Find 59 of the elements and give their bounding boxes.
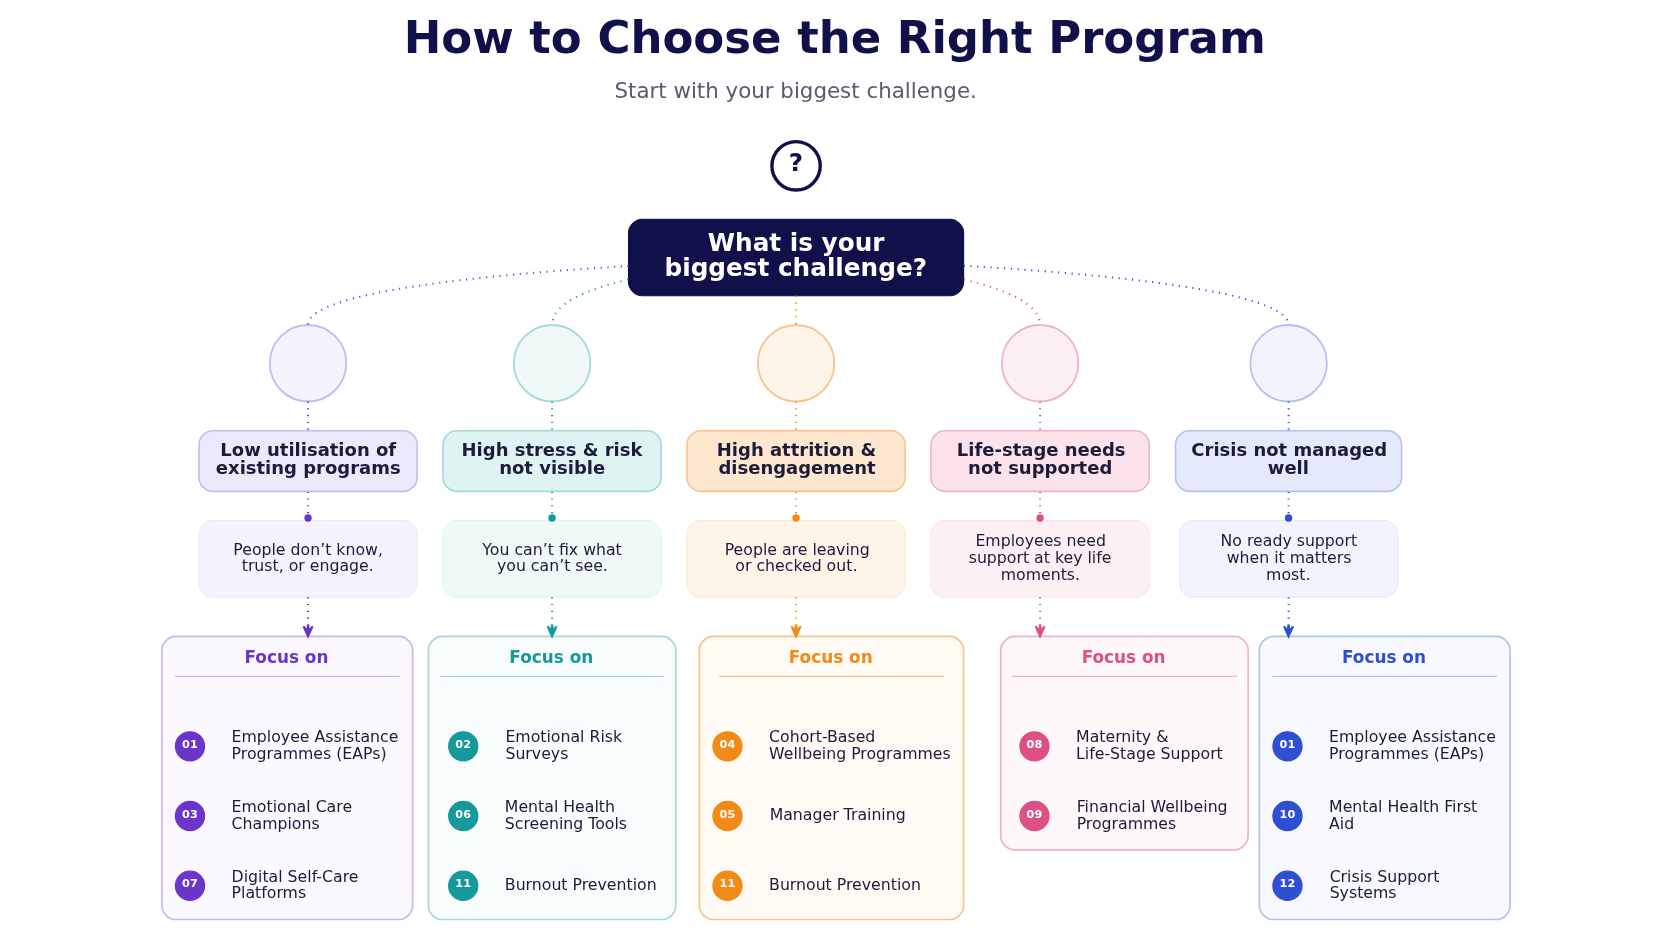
node-label: Maternity & Life-Stage Support (1076, 726, 1223, 763)
node-box: What is your biggest challenge? (628, 218, 965, 296)
node-circle (756, 323, 836, 402)
node-label: Digital Self-Care Platforms (231, 866, 359, 902)
node-label: Crisis Support Systems (1329, 866, 1440, 902)
node-circle (1249, 323, 1328, 402)
node-box: People don’t know, trust, or engage. (198, 519, 418, 598)
connector (795, 401, 798, 431)
connector (1284, 491, 1293, 522)
node-circle: 10 (1272, 800, 1303, 831)
node-circle: 07 (174, 870, 206, 901)
node-label: Financial Wellbeing Programmes (1076, 796, 1228, 833)
node-circle: 04 (712, 730, 743, 761)
connector (307, 401, 310, 431)
node-label: Mental Health First Aid (1329, 796, 1478, 833)
node-circle: 01 (174, 730, 206, 761)
node-circle: ? (770, 139, 822, 192)
node-circle: 03 (174, 800, 206, 831)
node-box: Crisis not managed well (1174, 429, 1403, 492)
node-box: High stress & risk not visible (442, 429, 662, 492)
node-box: Low utilisation of existing programs (198, 429, 418, 492)
node-circle: 08 (1019, 730, 1050, 761)
node-label: Cohort-Based Wellbeing Programmes (769, 726, 951, 763)
node-circle: 11 (448, 870, 479, 901)
node-circle: 01 (1272, 730, 1303, 761)
node-circle: 11 (712, 870, 743, 901)
node-box: Life-stage needs not supported (930, 429, 1150, 492)
node-label: Burnout Prevention (504, 874, 657, 894)
node-circle (268, 323, 348, 402)
node-box: High attrition & disengagement (686, 429, 906, 492)
node-circle (512, 323, 592, 402)
connector (795, 295, 798, 325)
node-label: Employee Assistance Programmes (EAPs) (1329, 726, 1496, 763)
diagram-title: How to Choose the Right Program (403, 10, 1266, 64)
node-circle: 12 (1272, 870, 1303, 901)
node-label: Employee Assistance Programmes (EAPs) (231, 726, 399, 763)
connector (551, 401, 554, 431)
connector (304, 491, 312, 522)
node-circle: 06 (448, 800, 479, 831)
node-label: Manager Training (769, 804, 906, 824)
node-box: No ready support when it matters most. (1178, 519, 1399, 598)
node-circle: 09 (1019, 800, 1050, 831)
node-circle: 02 (448, 730, 479, 761)
label: Start with your biggest challenge. (614, 77, 977, 102)
node-box: Employees need support at key life moments. (930, 519, 1150, 598)
node-label: Mental Health Screening Tools (504, 796, 628, 833)
node-box: You can’t fix what you can’t see. (442, 519, 662, 598)
node-label: Burnout Prevention (769, 874, 921, 894)
connector (1287, 401, 1290, 431)
node-label: Emotional Risk Surveys (505, 726, 623, 763)
connector (792, 491, 800, 522)
connector (1039, 401, 1042, 431)
connector (1036, 491, 1044, 522)
connector (307, 264, 629, 325)
connector (548, 491, 556, 522)
node-box: People are leaving or checked out. (686, 519, 906, 598)
node-circle: 05 (712, 800, 743, 831)
node-label: Emotional Care Champions (231, 796, 353, 833)
node-circle (1000, 323, 1080, 402)
